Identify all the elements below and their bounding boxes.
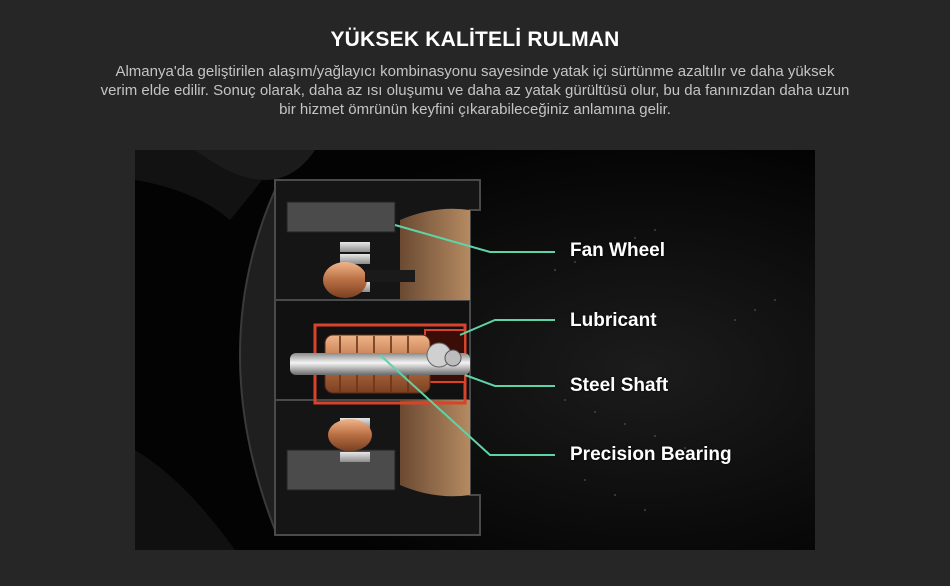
page-title: YÜKSEK KALİTELİ RULMAN bbox=[330, 28, 620, 51]
callout-steel-shaft: Steel Shaft bbox=[570, 375, 669, 396]
bearing-cutaway-illustration bbox=[135, 150, 815, 550]
callout-fan-wheel: Fan Wheel bbox=[570, 240, 666, 261]
bearing-cutaway-figure: Fan Wheel Lubricant Steel Shaft Precisio… bbox=[135, 150, 815, 550]
page-description: Almanya'da geliştirilen alaşım/yağlayıcı… bbox=[100, 63, 850, 118]
callout-lubricant: Lubricant bbox=[570, 310, 657, 331]
callout-precision-bearing: Precision Bearing bbox=[570, 444, 732, 465]
